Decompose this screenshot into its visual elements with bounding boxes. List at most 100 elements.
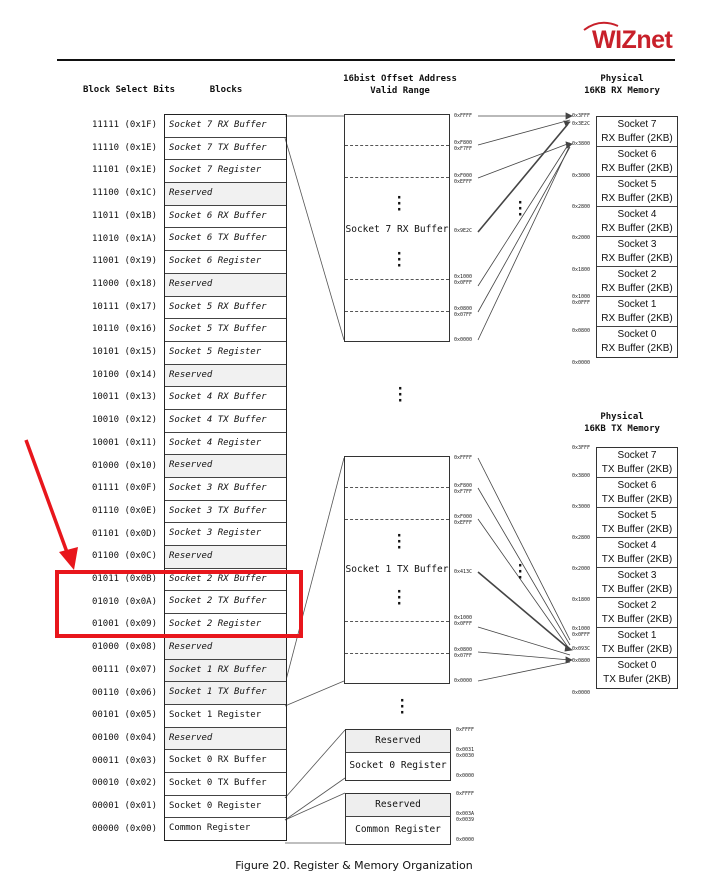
- block-select-bits-cell: 00110 (0x06): [91, 687, 157, 698]
- physical-socket-label: Socket 0: [617, 660, 657, 671]
- physical-socket-label: Socket 4: [617, 540, 657, 551]
- block-cell: Socket 7 TX Buffer: [165, 138, 286, 161]
- physical-buffer-label: TX Buffer (2KB): [601, 644, 673, 655]
- common-register-label: Common Register: [355, 824, 441, 835]
- physical-buffer-label: TX Buffer (2KB): [601, 554, 673, 565]
- header-offset: 16bist Offset Address Valid Range: [330, 73, 470, 97]
- address-label: 0x093C: [572, 646, 591, 652]
- address-label: 0x1000 0x0FFF: [454, 274, 473, 286]
- address-label: 0x9E2C: [454, 228, 473, 234]
- address-label: 0x0800 0x07FF: [454, 306, 473, 318]
- wiznet-logo: WIZnet: [592, 26, 673, 54]
- address-label: 0x3800: [572, 141, 591, 147]
- address-label: 0x2800: [572, 535, 591, 541]
- header-blocks: Blocks: [209, 85, 243, 95]
- block-cell: Reserved: [165, 636, 286, 660]
- block-cell: Socket 5 RX Buffer: [165, 297, 286, 320]
- physical-socket-label: Socket 1: [617, 630, 657, 641]
- physical-socket-label: Socket 6: [617, 149, 657, 160]
- address-label: 0x0800: [572, 658, 591, 664]
- rx-box-label: Socket 7 RX Buffer: [345, 224, 449, 235]
- physical-buffer-label: RX Buffer (2KB): [601, 343, 673, 354]
- header-rx-line2: 16KB RX Memory: [584, 86, 660, 96]
- address-label: 0xF800 0xF7FF: [454, 140, 473, 152]
- address-label: 0xF000 0xEFFF: [454, 514, 473, 526]
- block-cell: Socket 4 Register: [165, 433, 286, 456]
- physical-buffer-cell: Socket 4 TX Buffer (2KB): [597, 538, 677, 568]
- address-label: 0x3000: [572, 173, 591, 179]
- block-select-bits-cell: 01101 (0x0D): [91, 528, 157, 539]
- address-label: 0x0031 0x0030: [456, 747, 475, 759]
- figure-caption: Figure 20. Register & Memory Organizatio…: [235, 859, 473, 872]
- physical-buffer-label: TX Buffer (2KB): [601, 524, 673, 535]
- address-label: 0x3E2C: [572, 121, 591, 127]
- block-cell: Socket 4 RX Buffer: [165, 387, 286, 410]
- physical-socket-label: Socket 0: [617, 329, 657, 340]
- ellipsis-icon: ···: [396, 381, 405, 409]
- physical-buffer-label: RX Buffer (2KB): [601, 193, 673, 204]
- block-select-bits-cell: 10010 (0x12): [91, 415, 157, 426]
- physical-buffer-label: RX Buffer (2KB): [601, 163, 673, 174]
- address-label: 0xF000 0xEFFF: [454, 173, 473, 185]
- socket0-register-box: Reserved Socket 0 Register: [345, 729, 451, 781]
- address-label: 0x0800: [572, 328, 591, 334]
- address-label: 0x0800 0x07FF: [454, 647, 473, 659]
- block-cell: Socket 2 RX Buffer: [165, 569, 286, 592]
- address-label: 0x0000: [456, 773, 475, 779]
- block-select-bits-cell: 01100 (0x0C): [91, 551, 157, 562]
- physical-buffer-label: RX Buffer (2KB): [601, 133, 673, 144]
- block-select-bits-cell: 10011 (0x13): [91, 392, 157, 403]
- block-cell: Socket 4 TX Buffer: [165, 410, 286, 433]
- block-select-bits-cell: 11101 (0x1E): [91, 165, 157, 176]
- physical-buffer-cell: Socket 0 RX Buffer (2KB): [597, 327, 677, 357]
- physical-socket-label: Socket 3: [617, 570, 657, 581]
- header-rx-line1: Physical: [600, 74, 644, 84]
- block-select-bits-cell: 01000 (0x10): [91, 460, 157, 471]
- block-cell: Socket 7 Register: [165, 160, 286, 184]
- physical-buffer-label: RX Buffer (2KB): [601, 313, 673, 324]
- block-cell: Socket 0 RX Buffer: [165, 750, 286, 773]
- address-label: 0x0000: [572, 360, 591, 366]
- block-select-bits-cell: 01111 (0x0F): [91, 483, 157, 494]
- physical-socket-label: Socket 4: [617, 209, 657, 220]
- block-select-bits-cell: 11100 (0x1C): [91, 188, 157, 199]
- block-cell: Socket 3 Register: [165, 523, 286, 547]
- ellipsis-icon: ···: [516, 195, 525, 223]
- physical-buffer-label: TX Buffer (2KB): [601, 584, 673, 595]
- highlight-arrow-icon: [59, 547, 78, 570]
- block-select-bits-cell: 00101 (0x05): [91, 710, 157, 721]
- block-cell: Socket 3 TX Buffer: [165, 501, 286, 524]
- physical-buffer-label: RX Buffer (2KB): [601, 283, 673, 294]
- block-select-bits-cell: 11000 (0x18): [91, 278, 157, 289]
- block-select-bits-cell: 00011 (0x03): [91, 755, 157, 766]
- block-cell: Socket 1 TX Buffer: [165, 682, 286, 705]
- block-select-bits-cell: 01110 (0x0E): [91, 505, 157, 516]
- block-cell: Socket 3 RX Buffer: [165, 478, 286, 501]
- common-register-box: Reserved Common Register: [345, 793, 451, 845]
- block-cell: Reserved: [165, 273, 286, 297]
- block-select-bits-cell: 10111 (0x17): [91, 301, 157, 312]
- physical-buffer-label: RX Buffer (2KB): [601, 223, 673, 234]
- header-offset-line1: 16bist Offset Address: [343, 74, 457, 84]
- reserved-label: Reserved: [346, 794, 450, 817]
- socket1-tx-offset-box: ··· Socket 1 TX Buffer ···: [344, 456, 450, 684]
- physical-buffer-cell: Socket 1 TX Buffer (2KB): [597, 628, 677, 658]
- block-select-bits-cell: 01010 (0x0A): [91, 596, 157, 607]
- block-cell: Socket 7 RX Buffer: [165, 115, 286, 138]
- address-label: 0x3FFF: [572, 113, 591, 119]
- ellipsis-icon: ···: [516, 558, 525, 586]
- physical-buffer-cell: Socket 5 TX Buffer (2KB): [597, 508, 677, 538]
- block-select-bits-cell: 10110 (0x16): [91, 324, 157, 335]
- address-label: 0x0000: [454, 678, 473, 684]
- highlight-box: [55, 570, 303, 638]
- physical-socket-label: Socket 3: [617, 239, 657, 250]
- physical-socket-label: Socket 5: [617, 510, 657, 521]
- block-select-bits-cell: 01000 (0x08): [91, 642, 157, 653]
